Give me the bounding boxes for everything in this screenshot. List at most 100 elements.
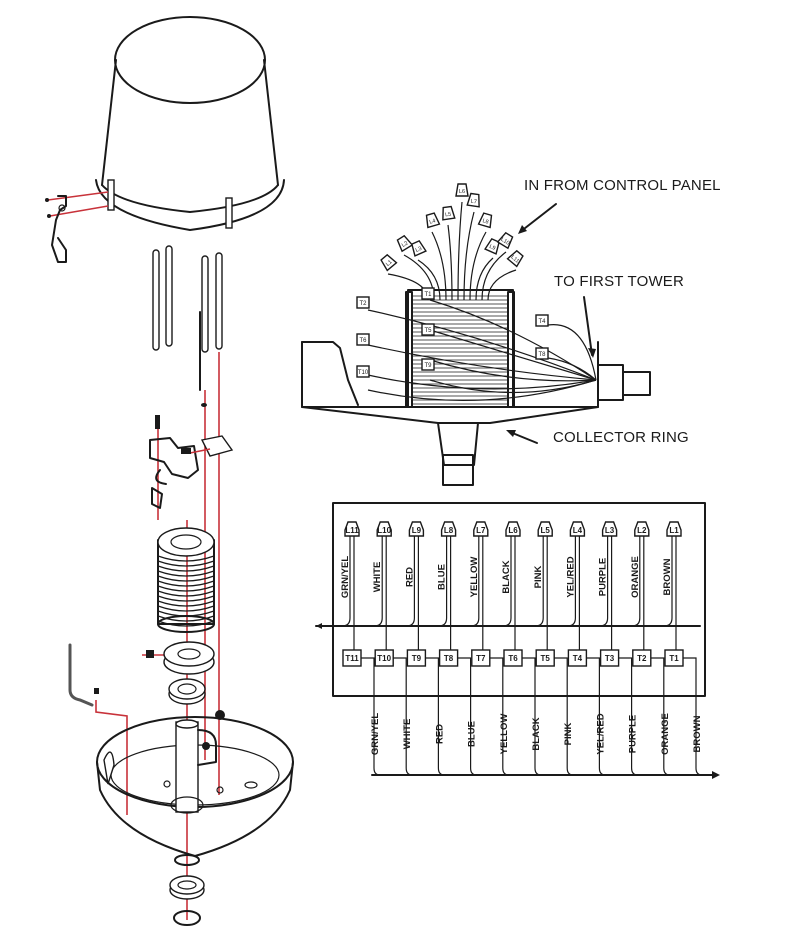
lead-tag: L4: [569, 521, 586, 537]
terminal-box: T11: [342, 649, 362, 667]
svg-text:T4: T4: [538, 319, 546, 325]
output-color-label: BROWN: [692, 715, 703, 752]
lead-tag-l8: L8: [477, 212, 493, 229]
ring-disc: [157, 570, 215, 577]
lead-tag: L5: [537, 521, 553, 537]
svg-text:L8: L8: [482, 218, 490, 225]
svg-text:L5: L5: [541, 526, 551, 535]
terminal-tag-t1: T1: [421, 287, 435, 300]
svg-text:T4: T4: [573, 654, 583, 663]
lead-tag: L8: [440, 521, 457, 537]
lead-color-label: WHITE: [372, 562, 383, 593]
lower-bearing: [169, 875, 205, 900]
lead-wire: [487, 269, 517, 301]
lead-wire: [481, 251, 507, 301]
bundle-wire: [367, 344, 597, 381]
svg-text:L4: L4: [429, 218, 437, 225]
lead-tag-l11: L11: [506, 249, 524, 268]
svg-text:T9: T9: [412, 654, 422, 663]
terminal-tag-t5: T5: [421, 323, 435, 336]
svg-text:L6: L6: [459, 189, 465, 195]
lead-wire: [469, 231, 487, 301]
svg-text:L9: L9: [412, 526, 422, 535]
ring-disc: [157, 615, 215, 622]
terminal-tag-t9: T9: [421, 358, 435, 371]
terminal-tag-t6: T6: [356, 333, 370, 346]
ring-disc: [157, 595, 215, 602]
snap-ring: [173, 910, 201, 926]
svg-text:T5: T5: [541, 654, 551, 663]
lead-wire: [475, 257, 494, 301]
lead-wire: [417, 259, 441, 301]
lead-tag: L7: [473, 521, 489, 537]
svg-text:L2: L2: [401, 241, 409, 249]
output-color-label: BLACK: [531, 717, 542, 750]
svg-text:T2: T2: [637, 654, 647, 663]
svg-text:T6: T6: [508, 654, 518, 663]
lock-collar: [142, 641, 215, 675]
output-color-label: WHITE: [402, 719, 413, 750]
svg-text:L3: L3: [415, 246, 423, 254]
lead-tag: L11: [344, 521, 360, 537]
lead-tag-l7: L7: [466, 192, 480, 208]
callout-in-from-control-panel: IN FROM CONTROL PANEL: [524, 177, 721, 194]
brush-holder-bracket: [149, 415, 234, 520]
svg-text:T5: T5: [424, 328, 432, 334]
lead-tag: L2: [634, 521, 650, 537]
lead-tag-l5: L5: [442, 205, 456, 221]
terminal-tag-t10: T10: [356, 365, 370, 378]
lead-wire: [431, 231, 447, 301]
lead-tag-l3: L3: [411, 240, 427, 257]
ring-disc: [157, 555, 215, 562]
lead-tag: L9: [408, 521, 425, 537]
terminal-tag-t8: T8: [535, 347, 549, 360]
lead-tag-l10: L10: [496, 231, 514, 250]
cover-tab-left: [107, 179, 115, 211]
ring-disc: [157, 560, 215, 567]
lead-color-label: GRN/YEL: [340, 556, 351, 598]
svg-text:L9: L9: [488, 244, 496, 252]
svg-text:L2: L2: [637, 526, 647, 535]
svg-text:T8: T8: [538, 352, 546, 358]
terminal-box: T6: [503, 649, 523, 667]
lead-color-label: YELLOW: [469, 557, 480, 598]
upper-bearing: [168, 678, 206, 705]
output-color-label: ORANGE: [660, 713, 671, 755]
terminal-box: T3: [599, 649, 620, 667]
svg-text:L1: L1: [385, 259, 394, 268]
svg-text:L10: L10: [377, 526, 391, 535]
output-color-label: PINK: [563, 723, 574, 746]
cover-latch: [45, 191, 109, 263]
output-arrow-icon: [712, 771, 720, 779]
terminal-tag-t2: T2: [356, 296, 370, 309]
ring-disc: [157, 605, 215, 612]
allen-wrench: [68, 643, 128, 815]
bundle-wire: [429, 329, 597, 381]
svg-text:L4: L4: [573, 526, 583, 535]
callout-collector-ring: COLLECTOR RING: [553, 429, 689, 446]
lead-color-label: PURPLE: [598, 558, 609, 597]
svg-text:T10: T10: [377, 654, 391, 663]
output-color-label: PURPLE: [628, 715, 639, 754]
svg-text:L7: L7: [476, 526, 486, 535]
svg-text:T3: T3: [605, 654, 615, 663]
lead-tag: L10: [376, 521, 392, 537]
lead-color-label: BROWN: [662, 558, 673, 595]
terminal-box: T4: [567, 649, 588, 667]
ring-disc: [157, 580, 215, 587]
ring-disc: [157, 565, 215, 572]
terminal-box: T7: [471, 649, 491, 667]
bundle-wire: [367, 309, 597, 381]
